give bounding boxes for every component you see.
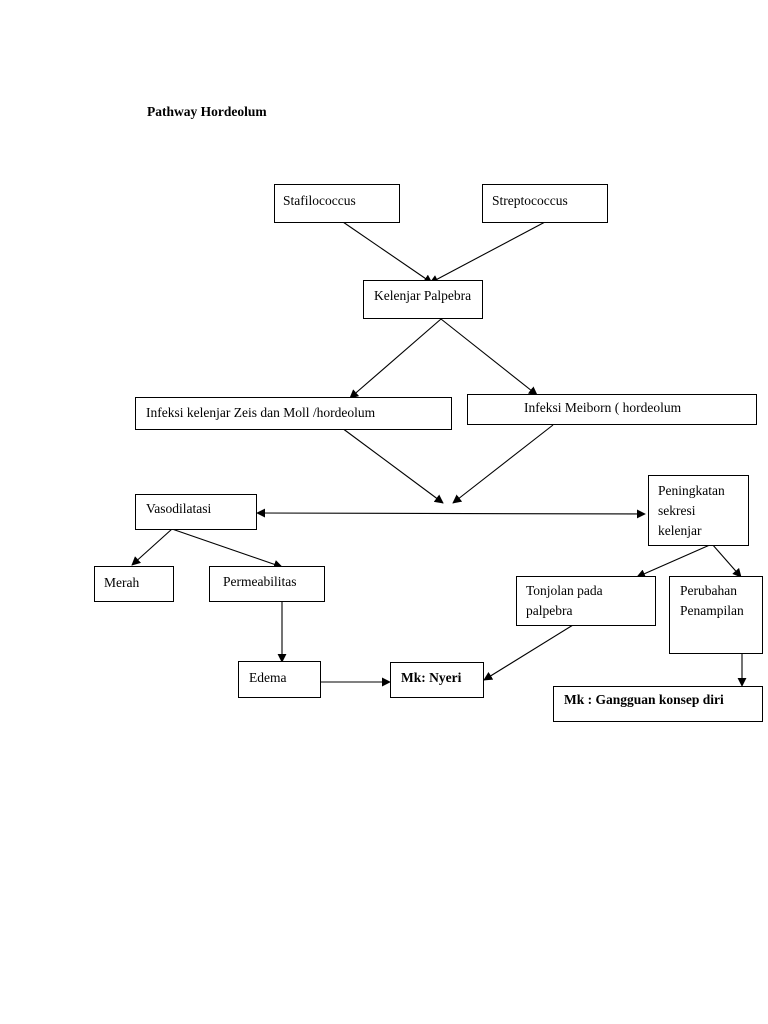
arrow-peningkatan-to-tonjolan — [636, 543, 713, 578]
node-kelenjar-palpebra-label: Kelenjar Palpebra — [374, 288, 472, 303]
arrow-vasodilatasi-to-permeabilitas — [171, 528, 283, 569]
arrow-vasodilatasi-to-merah — [131, 528, 173, 566]
node-perubahan-penampilan: Perubahan Penampilan — [669, 576, 763, 654]
node-peningkatan-sekresi-label: Peningkatan sekresi kelenjar — [658, 483, 725, 538]
node-streptococcus: Streptococcus — [482, 184, 608, 223]
node-infeksi-meiborn: Infeksi Meiborn ( hordeolum — [467, 394, 757, 425]
node-infeksi-meiborn-label: Infeksi Meiborn ( hordeolum — [524, 400, 682, 415]
node-perubahan-penampilan-label: Perubahan Penampilan — [680, 583, 744, 618]
arrow-streptococcus-to-kelenjar — [429, 221, 546, 284]
arrow-vasodilatasi-peningkatan — [256, 508, 646, 519]
node-streptococcus-label: Streptococcus — [492, 193, 568, 208]
arrow-meiborn-to-center — [452, 424, 554, 504]
node-mk-gangguan-konsep-diri: Mk : Gangguan konsep diri — [553, 686, 763, 722]
node-vasodilatasi: Vasodilatasi — [135, 494, 257, 530]
node-stafilococcus: Stafilococcus — [274, 184, 400, 223]
node-mk-nyeri-label: Mk: Nyeri — [401, 670, 462, 685]
node-vasodilatasi-label: Vasodilatasi — [146, 501, 212, 516]
node-peningkatan-sekresi: Peningkatan sekresi kelenjar — [648, 475, 749, 546]
page-title: Pathway Hordeolum — [147, 104, 267, 119]
node-merah: Merah — [94, 566, 174, 602]
arrow-tonjolan-to-nyeri — [483, 624, 574, 681]
node-stafilococcus-label: Stafilococcus — [283, 193, 356, 208]
node-infeksi-zeis-moll: Infeksi kelenjar Zeis dan Moll /hordeolu… — [135, 397, 452, 430]
node-mk-gangguan-konsep-diri-label: Mk : Gangguan konsep diri — [564, 692, 724, 707]
node-tonjolan-palpebra: Tonjolan pada palpebra — [516, 576, 656, 626]
node-edema: Edema — [238, 661, 321, 698]
node-kelenjar-palpebra: Kelenjar Palpebra — [363, 280, 483, 319]
node-mk-nyeri: Mk: Nyeri — [390, 662, 484, 698]
node-tonjolan-palpebra-label: Tonjolan pada palpebra — [526, 583, 603, 618]
arrow-kelenjar-to-meiborn — [440, 318, 538, 396]
node-edema-label: Edema — [249, 670, 287, 685]
arrow-zeis-to-center — [341, 427, 444, 504]
arrow-kelenjar-to-zeis — [349, 318, 442, 399]
node-permeabilitas-label: Permeabilitas — [223, 574, 297, 589]
arrow-stafilococcus-to-kelenjar — [342, 221, 433, 284]
node-merah-label: Merah — [104, 575, 140, 590]
arrow-peningkatan-to-perubahan — [711, 543, 742, 578]
node-infeksi-zeis-moll-label: Infeksi kelenjar Zeis dan Moll /hordeolu… — [146, 405, 376, 420]
node-permeabilitas: Permeabilitas — [209, 566, 325, 602]
